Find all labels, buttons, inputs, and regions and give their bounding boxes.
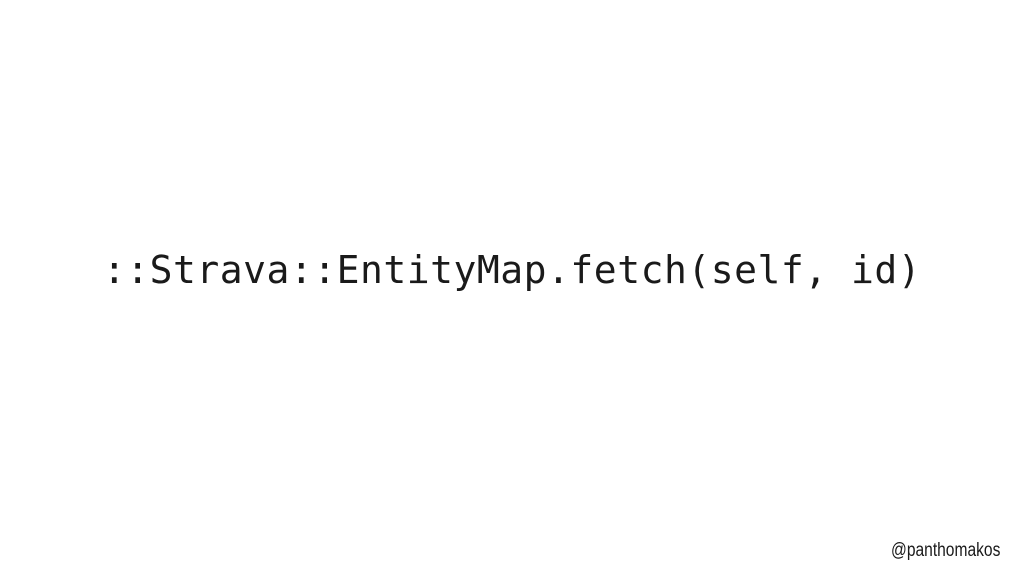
author-handle: @panthomakos [890, 540, 1000, 561]
code-snippet: ::Strava::EntityMap.fetch(self, id) [102, 248, 922, 292]
